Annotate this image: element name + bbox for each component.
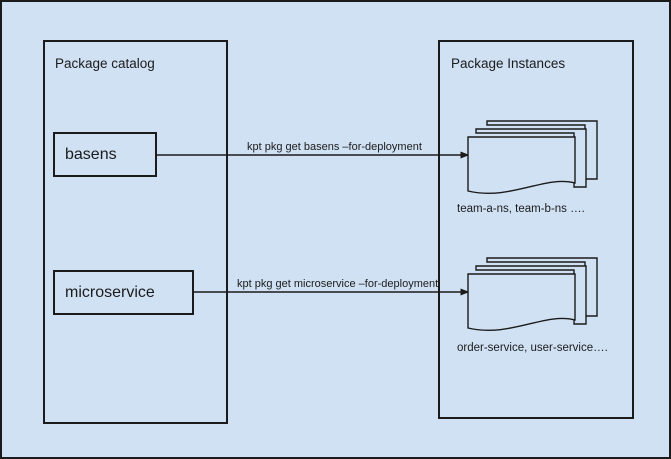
- package-box-microservice-label: microservice: [65, 283, 155, 301]
- document-stack-microservice-instances: [465, 252, 615, 342]
- edge-label-basens: kpt pkg get basens –for-deployment: [247, 141, 422, 153]
- edge-label-microservice: kpt pkg get microservice –for-deployment: [237, 278, 439, 290]
- document-stack-microservice-caption: order-service, user-service….: [457, 342, 608, 354]
- package-catalog-title: Package catalog: [55, 56, 155, 71]
- document-stack-basens-instances: [465, 115, 615, 205]
- package-box-microservice[interactable]: microservice: [53, 270, 194, 315]
- package-box-basens-label: basens: [65, 145, 117, 163]
- package-instances-title: Package Instances: [451, 56, 566, 71]
- package-box-basens[interactable]: basens: [53, 132, 157, 177]
- package-catalog-container: [43, 40, 228, 424]
- document-stack-microservice-shape: [467, 257, 598, 332]
- document-stack-basens-caption: team-a-ns, team-b-ns ….: [457, 203, 585, 215]
- package-instances-container: [438, 40, 634, 419]
- document-stack-basens-shape: [467, 120, 598, 195]
